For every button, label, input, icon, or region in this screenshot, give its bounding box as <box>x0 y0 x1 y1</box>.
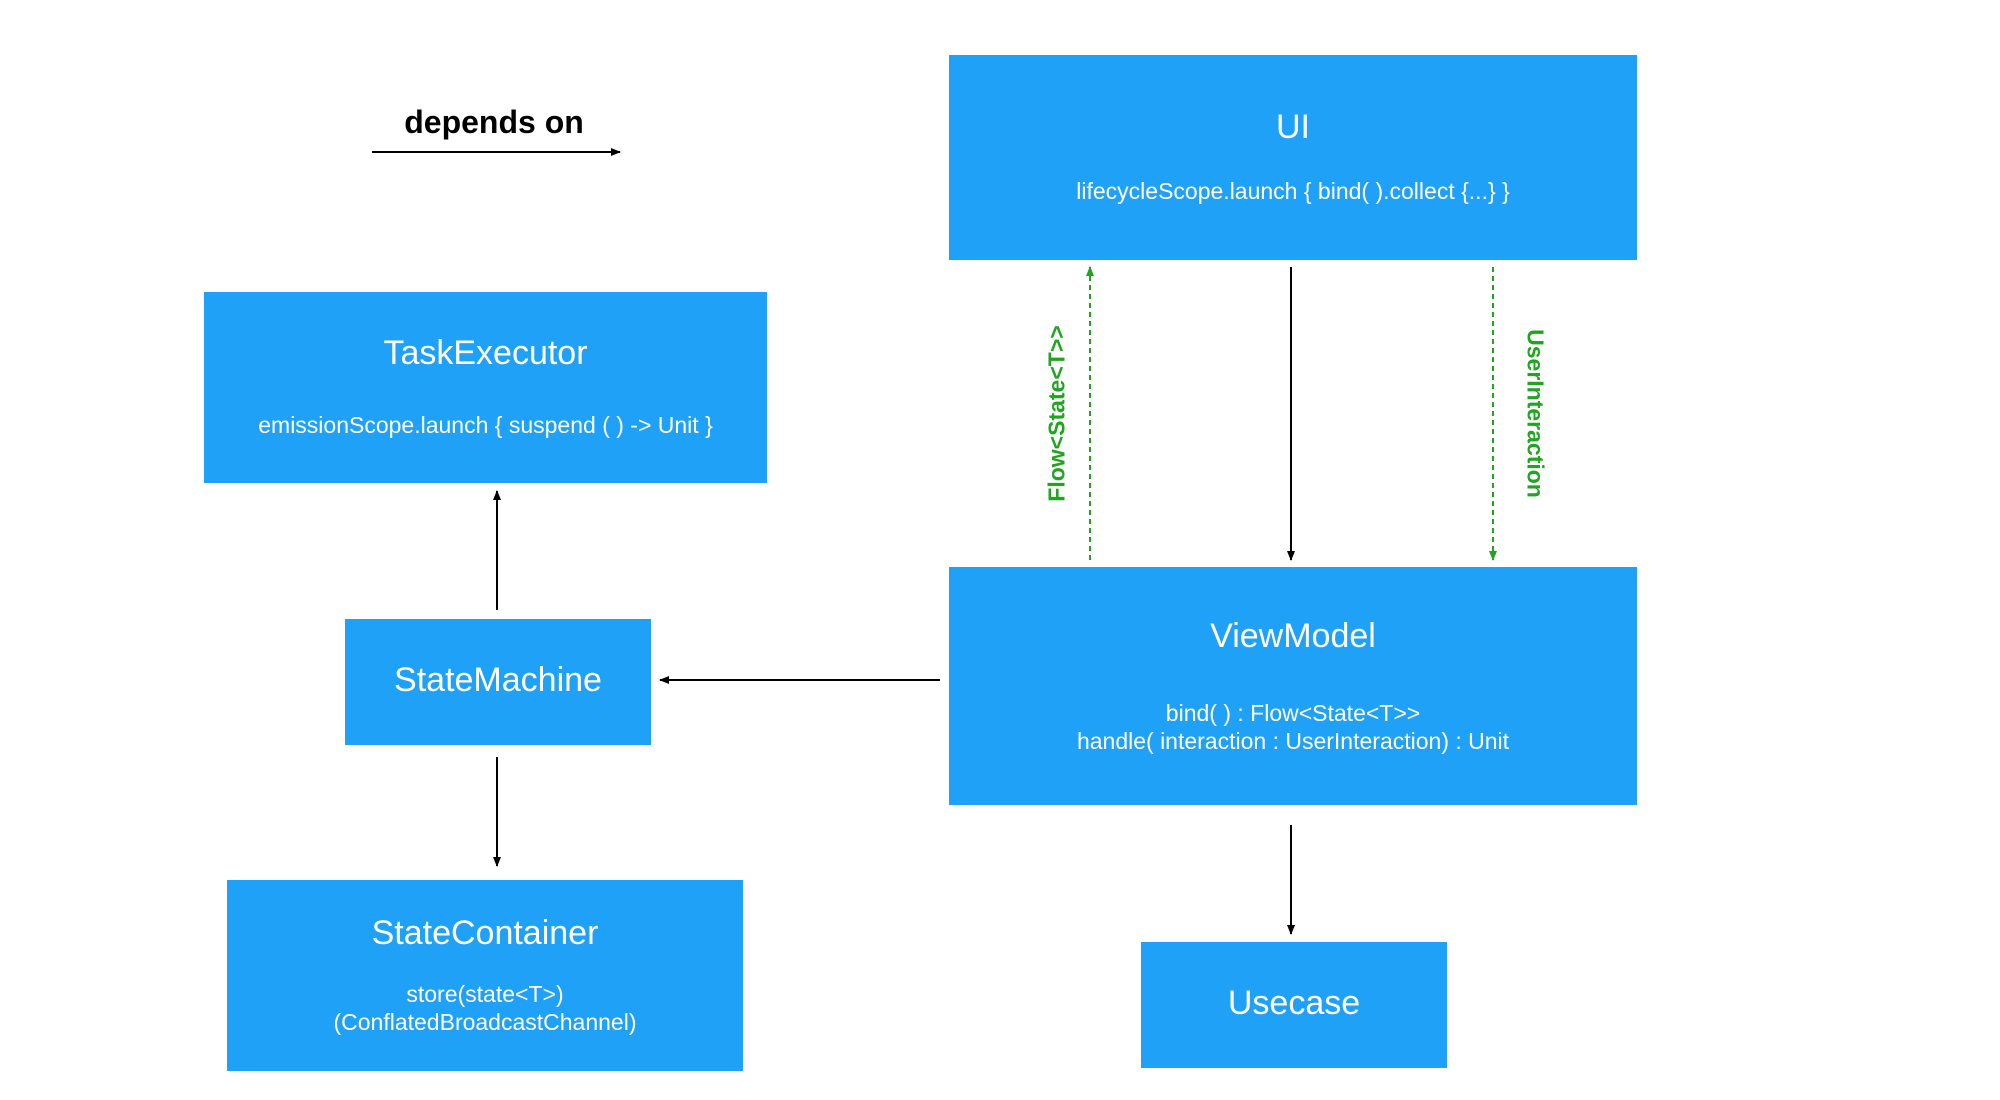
task-executor-node: TaskExecutor emissionScope.launch { susp… <box>204 292 767 483</box>
task-executor-method: emissionScope.launch { suspend ( ) -> Un… <box>258 412 713 438</box>
usecase-title: Usecase <box>1227 984 1361 1022</box>
statecontainer-method: store(state<T>) <box>406 981 564 1007</box>
statemachine-node: StateMachine <box>345 619 651 745</box>
task-executor-title: TaskExecutor <box>383 334 588 372</box>
ui-method: lifecycleScope.launch { bind( ).collect … <box>1076 178 1510 204</box>
statecontainer-channel: (ConflatedBroadcastChannel) <box>333 1009 637 1035</box>
ui-title: UI <box>1276 108 1310 146</box>
legend-label: depends on <box>404 104 584 140</box>
viewmodel-method-bind: bind( ) : Flow<State<T>> <box>1165 700 1421 726</box>
ui-node: UI lifecycleScope.launch { bind( ).colle… <box>949 55 1637 260</box>
edge-label-user-interaction: UserInteraction <box>1522 329 1549 498</box>
statecontainer-node: StateContainer store(state<T>) (Conflate… <box>227 880 743 1071</box>
viewmodel-method-handle: handle( interaction : UserInteraction) :… <box>1076 728 1510 754</box>
edge-label-flow-state: Flow<State<T>> <box>1043 325 1070 502</box>
viewmodel-node: ViewModel bind( ) : Flow<State<T>> handl… <box>949 567 1637 805</box>
usecase-node: Usecase <box>1141 942 1447 1068</box>
statemachine-title: StateMachine <box>394 661 602 699</box>
viewmodel-title: ViewModel <box>1210 617 1376 655</box>
statecontainer-title: StateContainer <box>371 914 599 952</box>
